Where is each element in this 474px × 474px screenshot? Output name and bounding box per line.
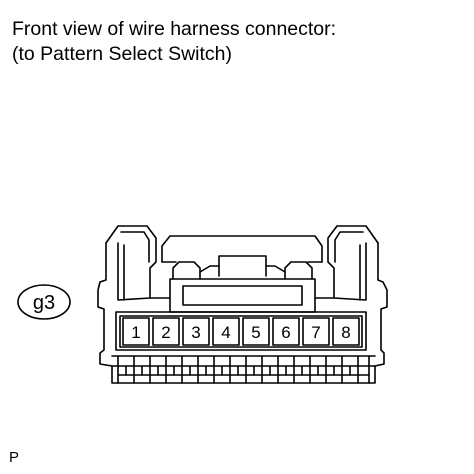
right-latch (327, 225, 379, 301)
pin-cell-6 (272, 317, 300, 346)
upper-window-outer (169, 278, 316, 313)
pin-cell-7 (302, 317, 330, 346)
pin-label-6: 6 (281, 323, 290, 342)
right-small-tab (284, 261, 313, 280)
pin-cell-1 (122, 317, 150, 346)
caption-line-2: (to Pattern Select Switch) (12, 43, 233, 65)
pin-cell-2 (152, 317, 180, 346)
connector-id-callout (17, 284, 71, 320)
right-small-tab-notch (265, 265, 286, 273)
upper-window-inner (182, 285, 303, 306)
pin-label-8: 8 (341, 323, 350, 342)
right-latch-inner (334, 231, 364, 301)
left-small-tab-notch (199, 265, 220, 273)
pin-cell-8 (332, 317, 360, 346)
top-housing-cap (161, 235, 323, 263)
key-bump (218, 255, 267, 277)
pin-label-3: 3 (191, 323, 200, 342)
pin-block-inner-frame (119, 315, 363, 348)
diagram-caption: Front view of wire harness connector: (t… (12, 17, 462, 67)
pin-label-4: 4 (221, 323, 230, 342)
pin-label-7: 7 (311, 323, 320, 342)
pin-block-frame (115, 311, 367, 351)
connector-id-label: g3 (33, 292, 55, 314)
pin-labels: 1 2 3 4 5 6 7 8 (131, 323, 350, 342)
pin-label-5: 5 (251, 323, 260, 342)
caption-line-1: Front view of wire harness connector: (12, 18, 337, 40)
pin-cell-3 (182, 317, 210, 346)
connector-body-outline (97, 242, 388, 384)
lower-ribs (117, 355, 370, 384)
pin-label-1: 1 (131, 323, 140, 342)
pin-cells (122, 317, 360, 346)
pin-cell-5 (242, 317, 270, 346)
pin-label-2: 2 (161, 323, 170, 342)
left-small-tab (172, 261, 201, 280)
pin-cell-4 (212, 317, 240, 346)
left-latch (105, 225, 157, 301)
left-latch-inner (120, 231, 150, 301)
figure-code: P (9, 449, 20, 466)
